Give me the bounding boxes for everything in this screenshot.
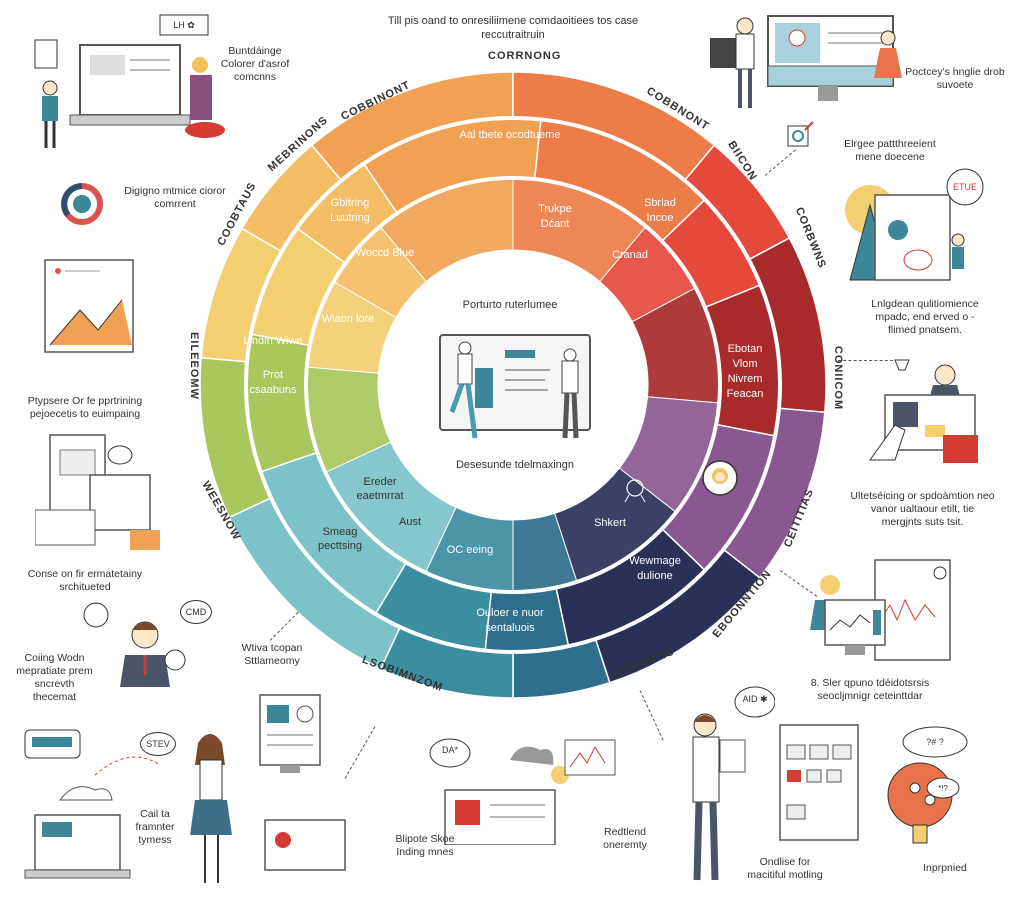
ring-label: EILEEOMW [187,332,200,400]
segment-label: Sbrlad Incoe [644,197,676,224]
profile-page-illustration [845,168,984,281]
video-chat-illustration [869,359,978,463]
analytics-illustration [810,559,951,661]
businessman-illustration [83,602,186,687]
laptop-presenter-illustration [24,729,232,883]
caption: Conse on fir ermatetainy srchitueted [27,568,143,593]
segment-label: Gbitring Luutring [330,197,370,224]
presenters-illustration [439,334,591,439]
segment-label: Wiaon lore [321,313,375,325]
caption: Coiing Wodn mepratiate prem sncrevth the… [16,652,93,703]
donut-avatar-icon [61,183,103,225]
segment-label: Lindin Wiwe [243,335,303,347]
segment-label: Aal tbete ocodtueme [459,129,561,141]
speech-bubble: ETUE [952,182,977,192]
monitors-illustration [259,694,346,871]
caption: Buntdáinge Colorer d'asrof comcnns [220,45,290,83]
speech-bubble: ?# ? [926,737,944,747]
line-chart-illustration [44,259,134,353]
devices-illustration [35,434,160,550]
caption: Poctcey's hnglie drob suvoete [905,66,1005,91]
video-call-illustration [710,15,902,108]
caption: Inprpnied [923,862,967,874]
caption: Blipote Skoe Inding mnes [395,833,455,858]
camera-icon [787,121,814,147]
person-avatar-icon [702,460,738,496]
speech-bubble: *!? [938,784,948,793]
segment-label: Prot csaabuns [249,369,297,396]
segment-label: Wewmage dulione [629,555,681,582]
speech-bubble: STEV [140,732,176,756]
segment-label: Aust [398,516,421,528]
title: Till pis oand to onresiliimene comdaoiti… [387,15,639,41]
headset-icon [624,479,646,503]
caption: Ondlise for macitiful motling [747,856,823,881]
caption: Wtiva tcopan Sttlameomy [241,642,303,667]
caption: 8. Sler qpuno tdéidotsrsis seocljmnigr c… [810,677,930,702]
caption: Lnlgdean qulitiomience mpadc, end erved … [871,298,979,336]
segment-label: Cranad [611,249,649,261]
segment-label: OC eeing [446,544,494,556]
segment-label: Nivrem Feacan [726,373,764,400]
caption: Ultetséicing or spdoàmtion neo vanor ual… [850,490,995,528]
wireframe-robot-illustration [779,724,968,844]
segment-label: Shkert [594,517,626,529]
workspace-illustration [429,738,616,845]
ring-divider [304,176,722,594]
ring-label: CORRNONG [488,50,562,62]
team-laptop-illustration [34,14,225,148]
segment-label: Ereder eaetmrrat [356,476,404,502]
segment-label: Ouloer e nuor sentaluois [476,607,544,634]
segment-label: Trukpe Dćant [538,203,572,230]
speech-bubble: AID ✱ [742,694,768,704]
speech-bubble: DA* [441,745,458,755]
ring-label: CONIICOM [832,345,845,411]
segment-label: Smeag pecttsing [317,526,363,552]
caption: Elrgee pattthreeient mene doecene [844,138,936,163]
note-bubble: LH ✿ [173,20,195,30]
center-bottom-label: Desesunde tdelmaxingn [455,459,575,471]
ring-divider [244,116,782,654]
segment-label: Ebotan Vlom [727,343,763,370]
caption: Cail ta framnter tymess [135,808,175,846]
speech-bubble: CMD [180,600,212,624]
segment-label: Woccd Blue [355,247,415,259]
caption: Ptypsere Or fe pprtrining pejoecetis to … [27,395,143,420]
center-top-label: Porturto ruterlumee [462,299,558,311]
presenter-man-illustration [692,686,775,881]
caption: Redtlend oneremty [603,826,647,851]
connector-line [838,360,893,361]
caption: Digigno mtmice cioror comrrent [124,185,226,210]
